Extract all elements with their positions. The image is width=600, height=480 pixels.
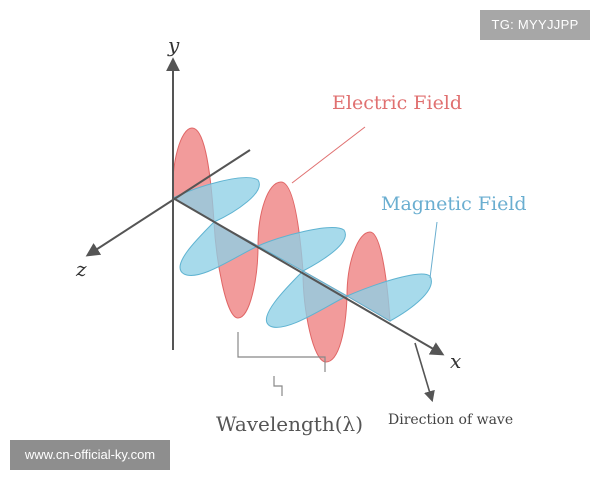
wave-group xyxy=(171,127,432,363)
y-axis-label: y xyxy=(167,33,180,57)
magnetic-lobe-3 xyxy=(256,227,346,272)
x-axis xyxy=(172,197,445,356)
magnetic-lobe-1 xyxy=(171,177,260,223)
electric-field-label: Electric Field xyxy=(332,92,462,114)
magnetic-field-label: Magnetic Field xyxy=(381,193,527,215)
z-axis xyxy=(85,149,251,257)
watermark-badge-top: TG: MYYJJPP xyxy=(480,10,590,40)
direction-arrow xyxy=(414,342,435,403)
magnetic-leader xyxy=(429,221,438,279)
wavelength-bracket-tick xyxy=(273,376,283,396)
direction-label: Direction of wave xyxy=(388,412,513,428)
magnetic-lobe-4 xyxy=(265,270,349,328)
watermark-badge-bottom: www.cn-official-ky.com xyxy=(10,440,170,470)
z-axis-label: z xyxy=(75,257,87,281)
wavelength-bracket xyxy=(237,332,326,372)
electric-leader xyxy=(291,126,366,184)
magnetic-lobe-2 xyxy=(179,221,260,276)
x-axis-label: x xyxy=(450,349,461,373)
wavelength-label: Wavelength(λ) xyxy=(216,412,363,436)
